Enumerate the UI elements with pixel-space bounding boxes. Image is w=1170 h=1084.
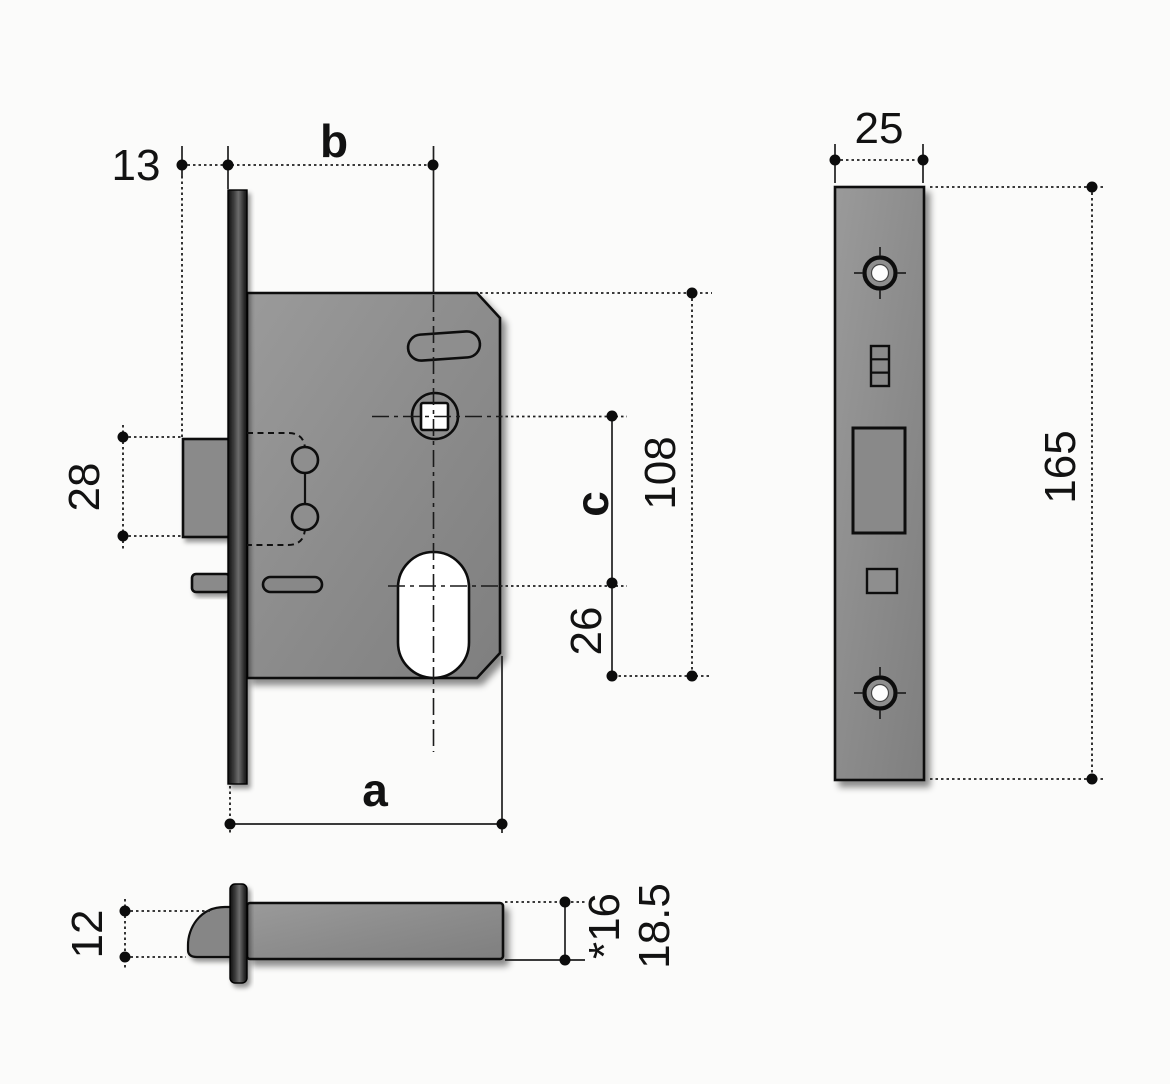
adjustment-stack xyxy=(869,344,891,388)
dim-label-26: 26 xyxy=(562,607,611,656)
latch-side-view: 12 *16 18.5 xyxy=(63,883,679,984)
dim-28: 28 xyxy=(60,425,181,549)
screw-hole-top xyxy=(854,247,906,299)
mechanism-pin-top xyxy=(290,445,320,475)
dim-16-185: *16 18.5 xyxy=(505,883,679,969)
dim-label-16: *16 xyxy=(580,893,629,959)
dim-label-108: 108 xyxy=(636,436,685,509)
dim-12: 12 xyxy=(63,899,210,969)
dim-c-26: c 26 xyxy=(562,410,618,682)
top-slot xyxy=(406,330,482,362)
dim-a: a xyxy=(224,656,508,833)
latch-nose xyxy=(186,905,234,959)
dim-label-28: 28 xyxy=(60,463,109,512)
guide-stub xyxy=(190,572,232,594)
dim-label-c: c xyxy=(566,491,618,517)
latch-opening xyxy=(851,426,907,535)
mechanism-pin-bottom xyxy=(290,502,320,532)
latch-bolt-front xyxy=(181,437,231,539)
dim-13-and-b: 13 b xyxy=(112,115,439,437)
faceplate-edge xyxy=(227,189,248,785)
dim-label-13: 13 xyxy=(112,141,161,190)
dim-label-a: a xyxy=(362,764,388,816)
dim-25: 25 xyxy=(829,104,929,183)
dim-label-18-5: 18.5 xyxy=(630,883,679,969)
dim-label-25: 25 xyxy=(855,104,904,153)
side-view: 25 165 xyxy=(829,104,1105,785)
dim-label-165: 165 xyxy=(1036,430,1085,503)
dim-108: 108 xyxy=(480,287,712,682)
lower-slot xyxy=(261,575,324,594)
deadbolt-opening xyxy=(865,567,899,595)
latch-body xyxy=(245,901,505,961)
dim-label-b: b xyxy=(320,115,348,167)
front-view: 13 b 28 a 108 xyxy=(60,115,712,833)
faceplate-cross-section xyxy=(229,883,248,984)
dim-165: 165 xyxy=(930,181,1105,785)
dim-label-12: 12 xyxy=(63,910,112,959)
screw-hole-bottom xyxy=(854,667,906,719)
